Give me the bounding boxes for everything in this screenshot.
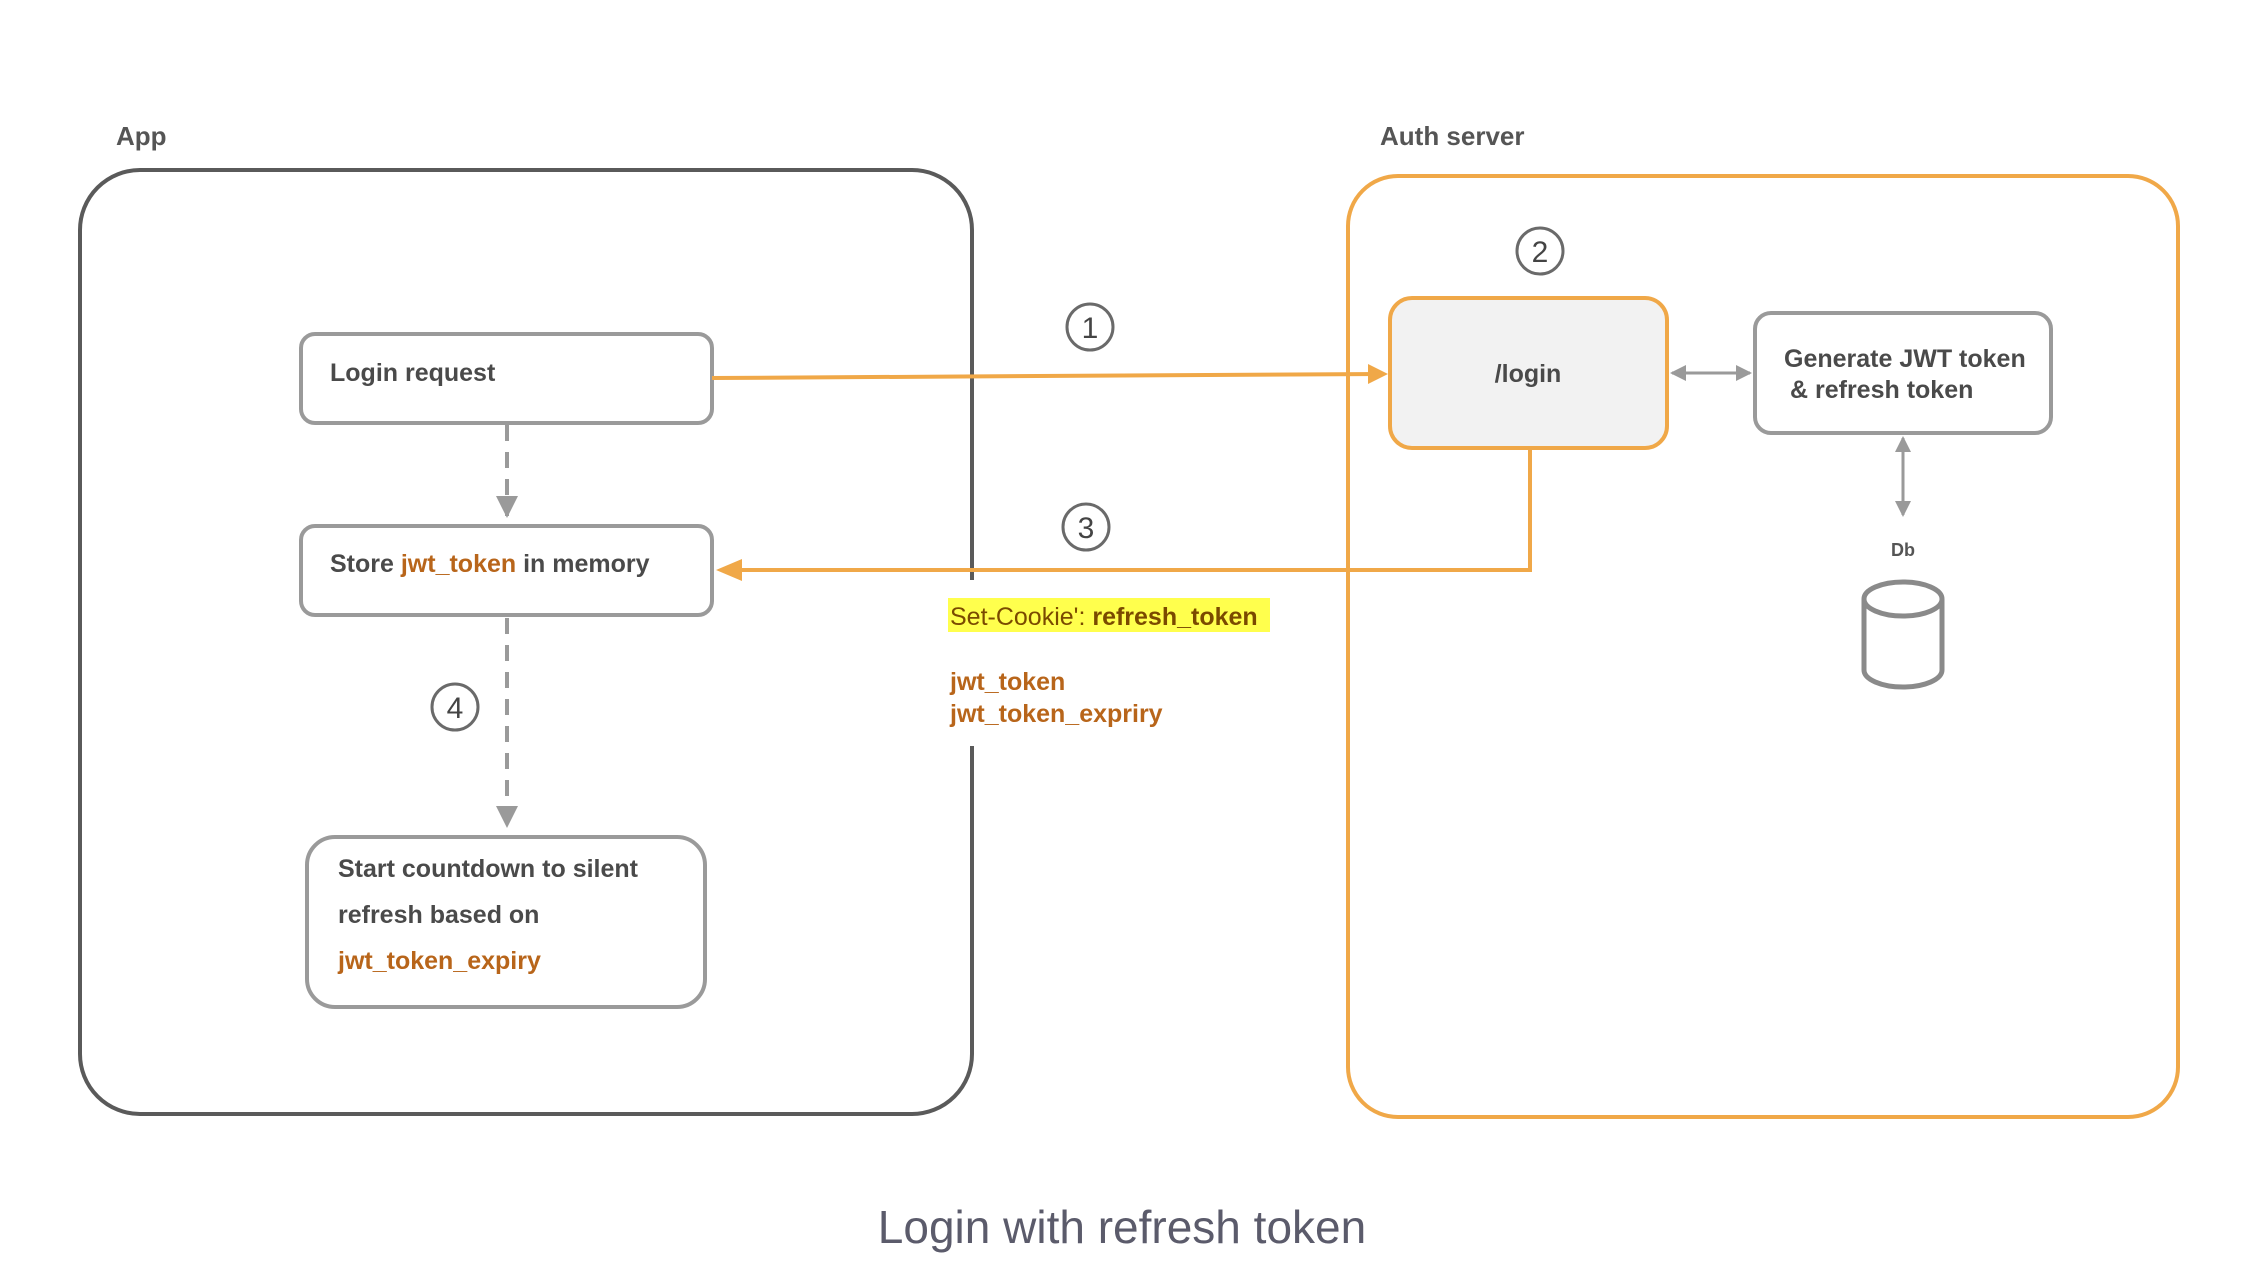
response-arrow [730, 450, 1532, 572]
step-3-number: 3 [1078, 512, 1095, 545]
request-arrow [711, 368, 1384, 381]
login-endpoint-node [1388, 296, 1669, 450]
auth-server-group-label: Auth server [1380, 121, 1525, 151]
request-arrowhead [1368, 364, 1388, 384]
step-4-number: 4 [447, 692, 464, 725]
countdown-line2: refresh based on [338, 901, 539, 929]
db-label: Db [1891, 540, 1915, 560]
step-4-badge: 4 [430, 682, 480, 732]
store-jwt-label: Store jwt_token in memory [330, 550, 650, 578]
store-jwt-node [299, 524, 714, 617]
set-cookie-line: Set-Cookie': refresh_token [950, 603, 1258, 631]
set-cookie-prefix: Set-Cookie': [950, 603, 1092, 631]
login-request-label: Login request [330, 359, 496, 387]
step-2-badge: 2 [1515, 226, 1565, 276]
countdown-line3: jwt_token_expiry [337, 947, 541, 975]
auth-server-group-container [1346, 174, 2180, 1119]
login-request-node [299, 332, 714, 425]
generate-line2: & refresh token [1790, 376, 1973, 404]
database-icon [1861, 579, 1945, 690]
set-cookie-value: refresh_token [1092, 603, 1257, 631]
step-2-number: 2 [1532, 236, 1549, 269]
app-group-label: App [116, 121, 167, 151]
response-arrowhead [716, 559, 742, 581]
response-jwt-token: jwt_token [949, 668, 1065, 696]
set-cookie-highlight [948, 598, 1270, 632]
generate-token-node [1753, 311, 2053, 435]
diagram-caption: Login with refresh token [878, 1201, 1366, 1253]
countdown-line1: Start countdown to silent [338, 855, 639, 883]
countdown-node [305, 835, 707, 1009]
step-3-badge: 3 [1061, 502, 1111, 552]
response-jwt-token-expiry: jwt_token_expriry [949, 700, 1163, 728]
step-1-number: 1 [1082, 312, 1099, 345]
step-1-badge: 1 [1065, 302, 1115, 352]
login-endpoint-label: /login [1495, 360, 1562, 388]
generate-line1: Generate JWT token [1784, 345, 2026, 373]
store-prefix: Store [330, 550, 401, 578]
store-jwt-token: jwt_token [400, 550, 516, 578]
store-suffix: in memory [516, 550, 649, 578]
